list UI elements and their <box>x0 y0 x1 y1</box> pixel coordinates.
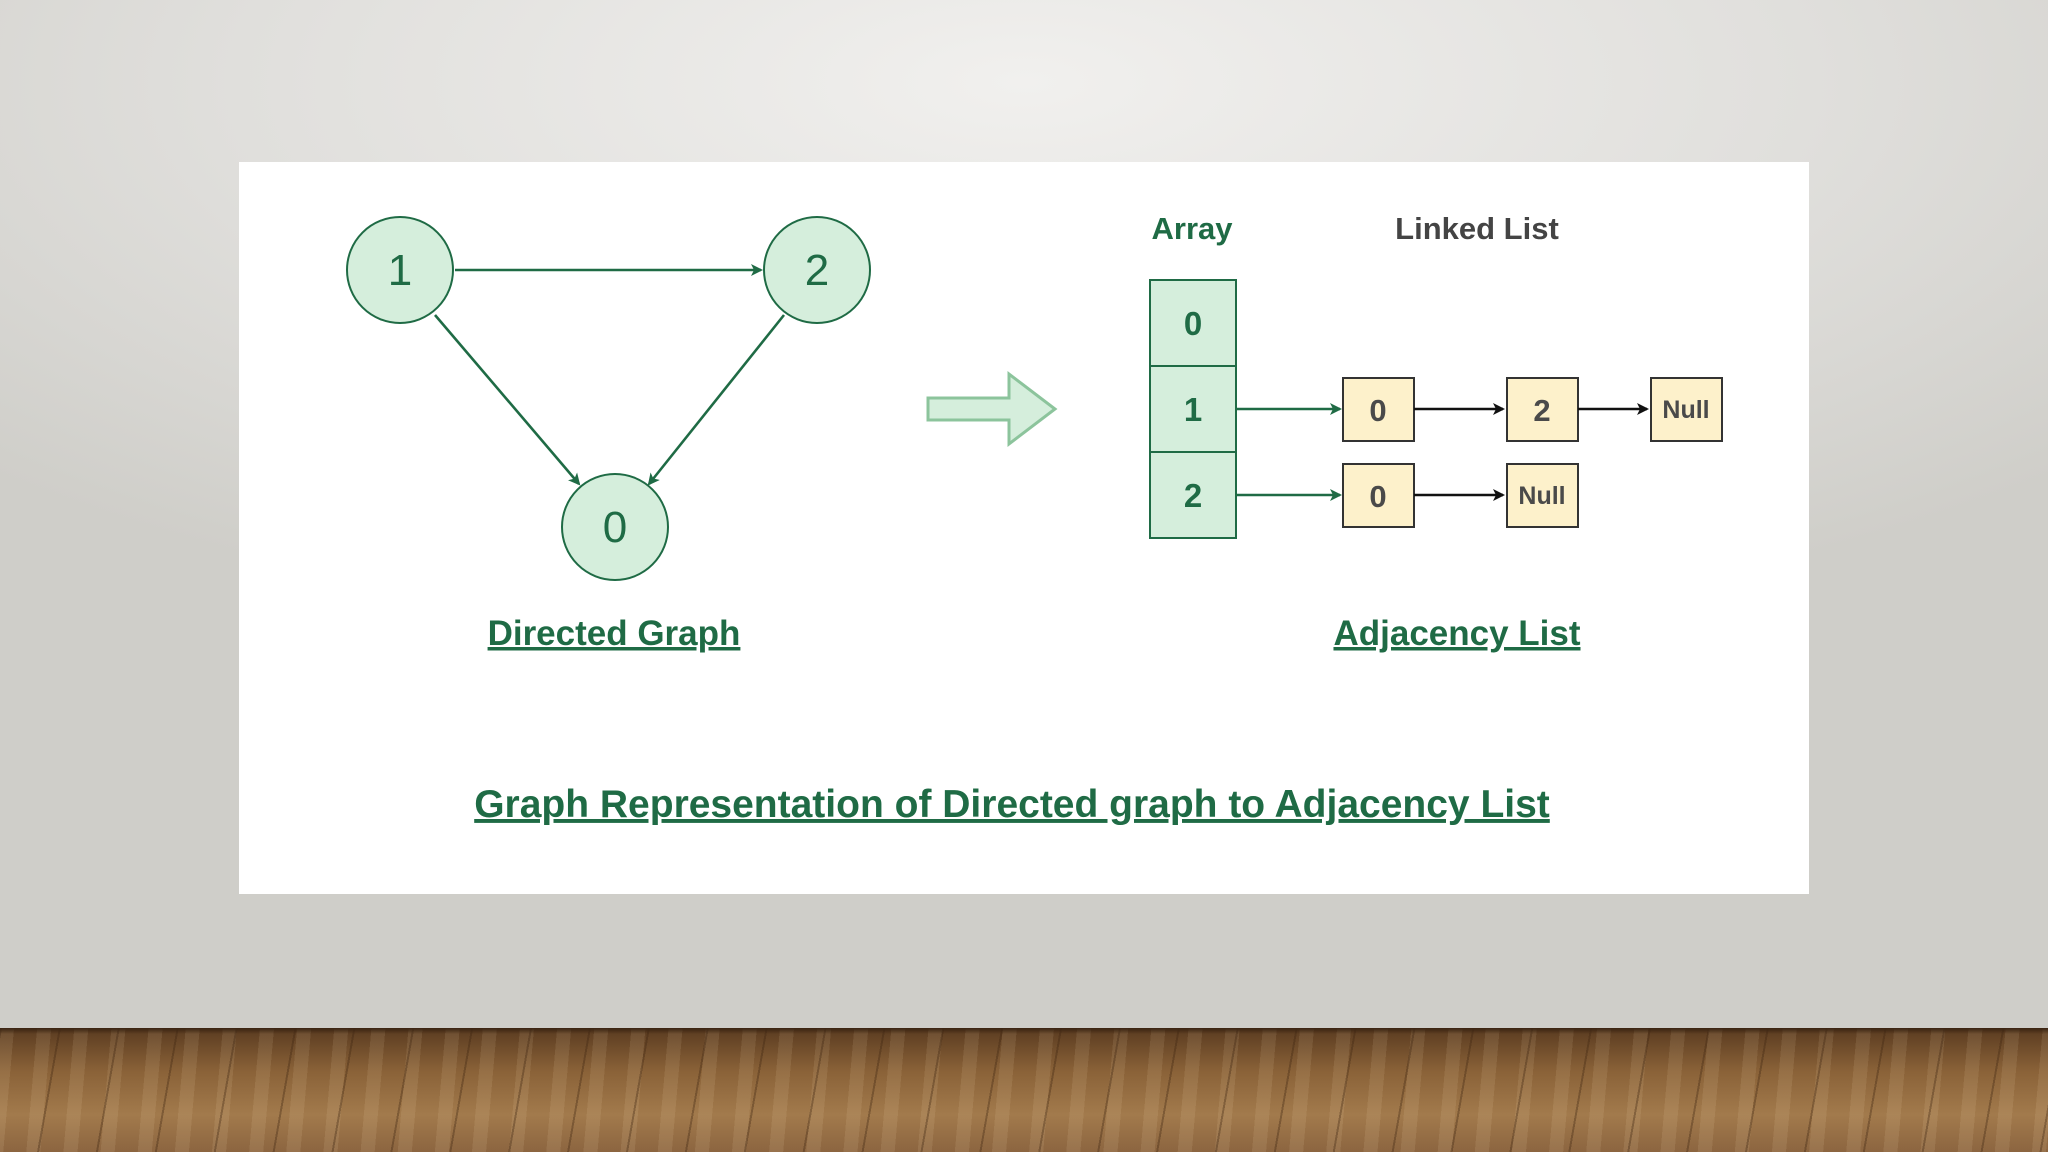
list2-node-0: 0 <box>1343 464 1414 527</box>
list1-null-node: Null <box>1651 378 1722 441</box>
adjacency-list-caption: Adjacency List <box>1333 614 1580 653</box>
directed-graph-caption: Directed Graph <box>488 614 741 653</box>
null-label: Null <box>1662 396 1709 424</box>
list1-node-0: 0 <box>1343 378 1414 441</box>
list-node-label: 0 <box>1369 393 1386 428</box>
node-label: 1 <box>388 246 412 295</box>
edge-2-to-0 <box>649 315 784 484</box>
array-cell-0: 0 <box>1150 280 1236 366</box>
null-label: Null <box>1518 482 1565 510</box>
transform-arrow-icon <box>928 374 1055 444</box>
edge-1-to-0 <box>435 315 579 484</box>
array-cell-2: 2 <box>1150 452 1236 538</box>
graph-node-0: 0 <box>562 474 668 580</box>
node-label: 2 <box>805 246 829 295</box>
list2-null-node: Null <box>1507 464 1578 527</box>
array-heading: Array <box>1152 211 1234 246</box>
wooden-floor <box>0 1028 2048 1152</box>
slide-title: Graph Representation of Directed graph t… <box>474 783 1550 826</box>
list1-node-1: 2 <box>1507 378 1578 441</box>
list-node-label: 0 <box>1369 479 1386 514</box>
graph-node-2: 2 <box>764 217 870 323</box>
node-label: 0 <box>603 503 627 552</box>
linked-list-heading: Linked List <box>1395 211 1559 246</box>
slide-card: 1 2 0 Directed Graph Array Linked List 0… <box>239 162 1809 894</box>
list-node-label: 2 <box>1533 393 1550 428</box>
graph-node-1: 1 <box>347 217 453 323</box>
graph-diagram: 1 2 0 Directed Graph Array Linked List 0… <box>239 162 1809 894</box>
array-cell-1: 1 <box>1150 366 1236 452</box>
array-cell-label: 0 <box>1184 305 1202 342</box>
array-cell-label: 2 <box>1184 477 1202 514</box>
array-cell-label: 1 <box>1184 391 1202 428</box>
